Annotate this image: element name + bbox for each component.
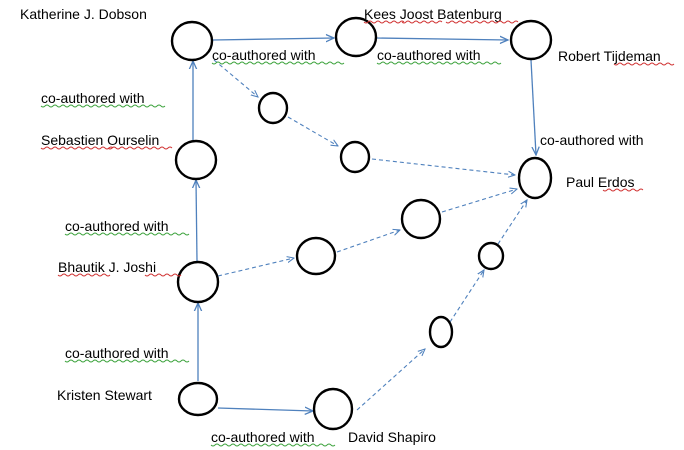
edge-label-katherine-kees: co-authored with bbox=[212, 47, 316, 63]
edge-n1-n2 bbox=[287, 116, 338, 146]
node-intermediate-6 bbox=[477, 241, 505, 271]
label-sebastien: Sebastien Ourselin bbox=[41, 132, 159, 148]
edge-label-kristen-bhautik: co-authored with bbox=[65, 345, 169, 361]
edge-bhautik-sebastien bbox=[196, 180, 197, 262]
label-kristen: Kristen Stewart bbox=[57, 387, 152, 403]
edge-label-bhautik-sebastien: co-authored with bbox=[65, 218, 169, 234]
edge-bhautik-n3 bbox=[217, 258, 294, 277]
node-paul bbox=[517, 156, 553, 200]
edge-n6-paul bbox=[497, 200, 527, 245]
edge-kees-robert bbox=[375, 38, 508, 40]
node-david bbox=[312, 387, 354, 431]
label-bhautik: Bhautik J. Joshi bbox=[58, 259, 156, 275]
label-katherine: Katherine J. Dobson bbox=[20, 6, 147, 22]
label-paul: Paul Erdos bbox=[566, 174, 634, 190]
edge-label-kristen-david: co-authored with bbox=[211, 429, 315, 445]
edge-robert-paul bbox=[530, 59, 536, 155]
edge-n5-n6 bbox=[449, 270, 484, 323]
edge-david-n5 bbox=[356, 349, 425, 411]
node-intermediate-2 bbox=[339, 140, 371, 174]
node-robert bbox=[509, 19, 553, 61]
edge-label-kees-robert: co-authored with bbox=[377, 47, 481, 63]
node-kristen bbox=[177, 381, 219, 417]
edge-n2-paul bbox=[371, 158, 515, 175]
node-sebastien bbox=[174, 139, 218, 181]
node-intermediate-4 bbox=[400, 198, 442, 240]
node-kees bbox=[334, 16, 378, 58]
node-intermediate-1 bbox=[257, 91, 289, 125]
edge-label-sebastien-katherine: co-authored with bbox=[41, 90, 145, 106]
node-intermediate-5 bbox=[428, 315, 454, 349]
spellcheck-marks bbox=[40, 20, 675, 447]
edge-n4-paul bbox=[441, 189, 517, 213]
edge-katherine-n1 bbox=[213, 59, 258, 97]
edge-kristen-david bbox=[217, 408, 313, 411]
label-david: David Shapiro bbox=[348, 429, 436, 445]
label-kees: Kees Joost Batenburg bbox=[364, 6, 502, 22]
label-robert: Robert Tijdeman bbox=[558, 48, 661, 64]
node-intermediate-3 bbox=[295, 236, 337, 276]
node-bhautik bbox=[176, 260, 220, 304]
edge-label-robert-paul: co-authored with bbox=[540, 132, 644, 148]
edge-katherine-kees bbox=[212, 38, 334, 40]
edge-n3-n4 bbox=[336, 230, 400, 253]
node-katherine bbox=[170, 20, 214, 62]
